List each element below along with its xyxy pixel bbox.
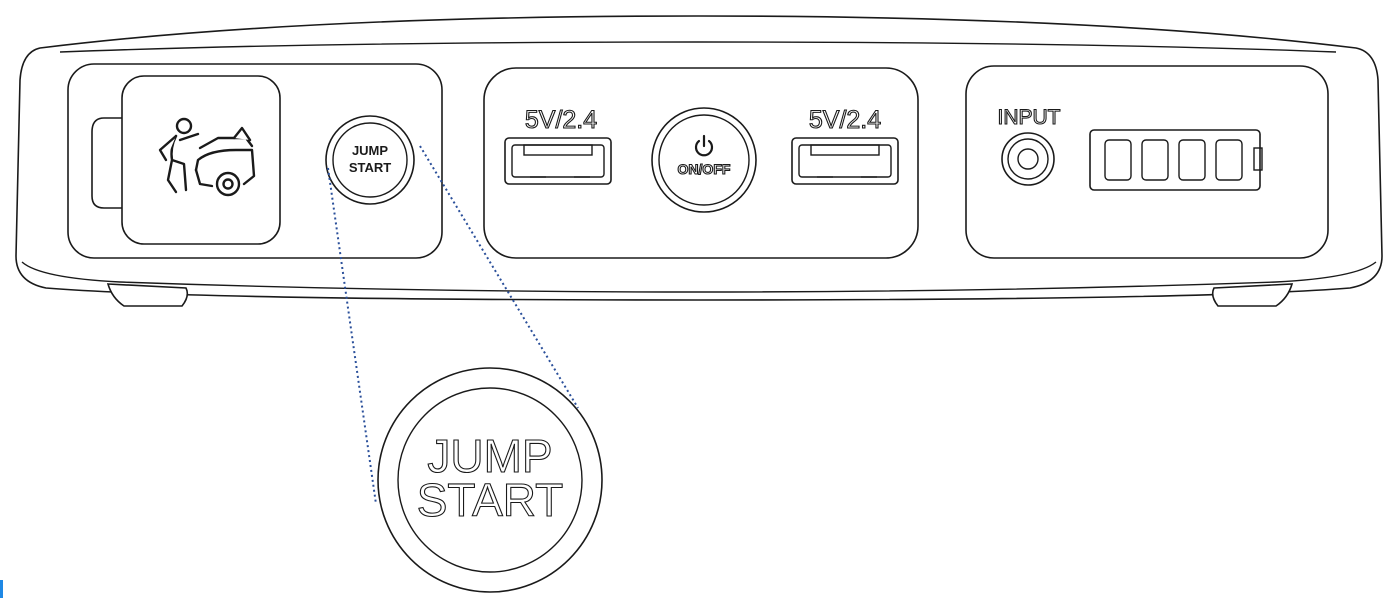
power-icon [694, 134, 714, 157]
left-foot [106, 283, 189, 307]
cap-tab [91, 117, 127, 209]
power-button[interactable]: ON/OFF [651, 107, 757, 213]
middle-panel: 5V/2.4 ON/OFF 5V/2.4 [483, 67, 919, 259]
usb-port-right[interactable] [791, 137, 899, 185]
input-port[interactable] [1001, 132, 1055, 186]
edge-mark [0, 580, 3, 598]
jump-button-label-line1: JUMP [352, 143, 388, 158]
right-panel: INPUT [965, 65, 1329, 259]
zoom-label-line1: JUMP [427, 430, 552, 482]
zoom-label-line2: START [417, 474, 564, 526]
battery-indicator [1089, 129, 1263, 191]
usb-right-label: 5V/2.4 [809, 106, 881, 134]
power-button-label: ON/OFF [678, 161, 731, 177]
battery-bar [1104, 139, 1132, 181]
usb-port-left[interactable] [504, 137, 612, 185]
usb-left-label: 5V/2.4 [525, 106, 597, 134]
callout-line-left [327, 167, 377, 505]
battery-bar [1141, 139, 1169, 181]
jump-start-button-zoom: JUMP START [377, 367, 603, 593]
jump-start-button[interactable]: JUMP START [325, 115, 415, 205]
input-label: INPUT [998, 106, 1061, 129]
person-lifting-car-hood-icon [158, 117, 256, 197]
right-foot [1211, 283, 1294, 307]
callout-line-right [419, 145, 579, 409]
battery-bar [1178, 139, 1206, 181]
battery-bar [1215, 139, 1243, 181]
zoom-callout-lines [327, 145, 579, 505]
battery-cap [1253, 147, 1263, 171]
left-panel: JUMP START [67, 63, 443, 259]
housing-top-edge [59, 41, 1337, 53]
jump-button-label-line2: START [349, 160, 391, 175]
housing-bottom-lip [21, 261, 1377, 293]
